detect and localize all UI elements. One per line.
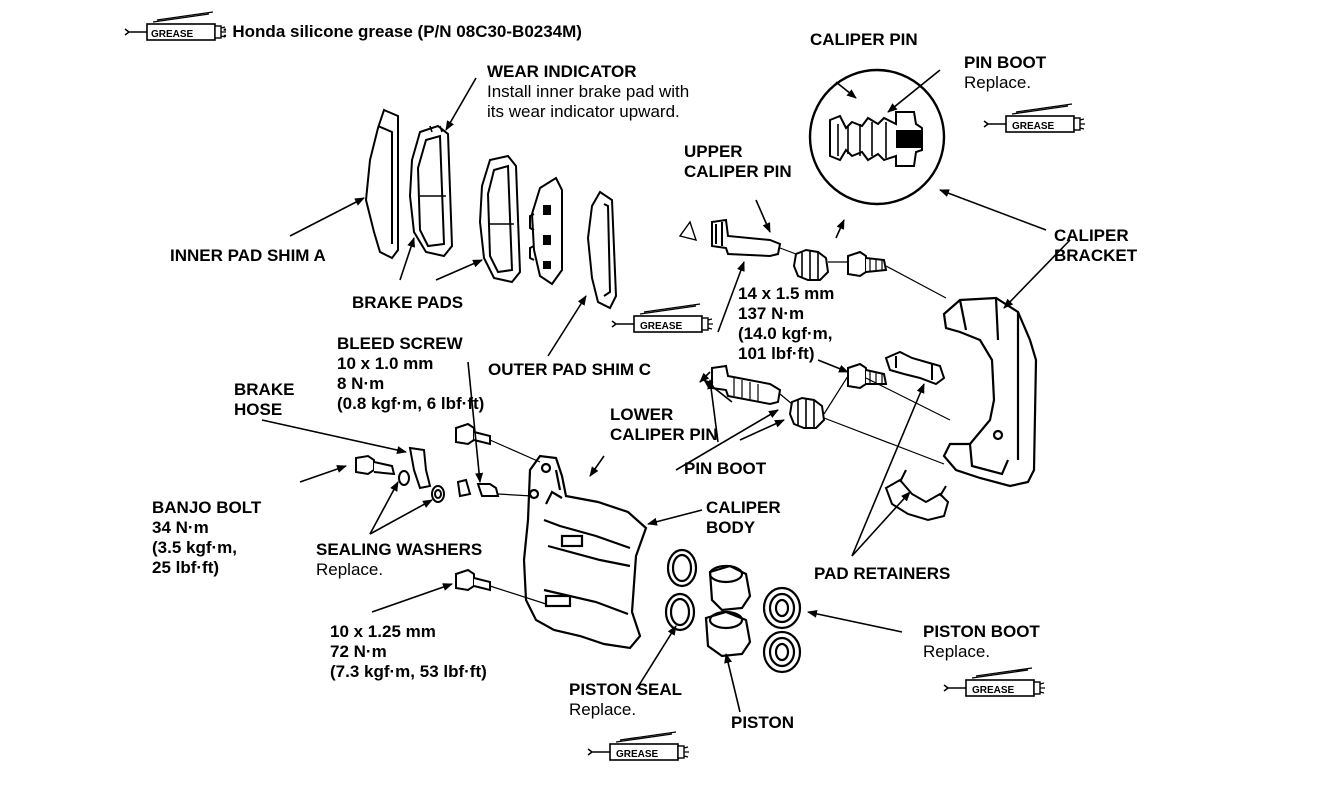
grease-icon-label: GREASE [151, 29, 194, 40]
bleed-screw-label: BLEED SCREW [337, 334, 463, 353]
pad-retainer-upper [884, 350, 946, 386]
bleed-screw-torque: 8 N·m [337, 374, 385, 393]
wear-indicator-callout: WEAR INDICATOR Install inner brake pad w… [487, 62, 689, 122]
piston-boot-lower [762, 630, 802, 674]
bleed-screw-torque-alt: (0.8 kgf·m, 6 lbf·ft) [337, 394, 485, 413]
lower-bracket-bolt [847, 362, 888, 390]
banjo-bolt-callout: BANJO BOLT 34 N·m (3.5 kgf·m, 25 lbf·ft) [152, 498, 261, 578]
piston-boot-note: Replace. [923, 642, 991, 661]
sealing-washers-note: Replace. [316, 560, 384, 579]
pad-retainers-label: PAD RETAINERS [814, 564, 951, 583]
piston-boot-callout: PISTON BOOT Replace. [923, 622, 1040, 662]
piston-seal-upper [666, 548, 698, 588]
pin-boot-upper-note: Replace. [964, 73, 1032, 92]
piston-seal-lower [664, 592, 696, 632]
banjo-bolt-label: BANJO BOLT [152, 498, 262, 517]
banjo-bolt [355, 454, 396, 476]
caliper-body-label: CALIPER BODY [706, 498, 781, 537]
pin-boot-upper [792, 248, 830, 281]
lower-caliper-pin-label: LOWER CALIPER PIN [610, 405, 718, 444]
caliper-body [522, 454, 648, 650]
caliper-bracket-label: CALIPER BRACKET [1054, 226, 1138, 265]
grease-tube-icon: GREASE [124, 11, 227, 41]
sealing-washer-inner [398, 470, 410, 486]
sealing-washers-label: SEALING WASHERS [316, 540, 483, 559]
assembly-guide-lines [489, 220, 951, 605]
caliper-bracket [942, 296, 1038, 488]
svg-text:GREASE: GREASE [616, 749, 659, 760]
caliper-pin-label: CALIPER PIN [810, 30, 918, 49]
brake-hose [408, 446, 432, 490]
grease-tube-icon: GREASE [587, 731, 690, 761]
bracket-bolt-torque-callout: 14 x 1.5 mm 137 N·m (14.0 kgf·m, 101 lbf… [738, 284, 835, 363]
pin-boot-upper-label: PIN BOOT [964, 53, 1047, 72]
grease-tube-icon: GREASE [943, 667, 1046, 697]
pin-boot-lower [788, 396, 826, 429]
caliper-pin-detail-view [808, 68, 946, 206]
upper-caliper-pin [711, 218, 782, 258]
wear-indicator-note-2: its wear indicator upward. [487, 102, 680, 121]
bleed-screw-callout: BLEED SCREW 10 x 1.0 mm 8 N·m (0.8 kgf·m… [337, 334, 484, 414]
inner-pad-shim-a-label: INNER PAD SHIM A [170, 246, 326, 265]
inner-pad-shim-a [364, 108, 399, 260]
piston-label: PISTON [731, 713, 794, 732]
brake-pads-label: BRAKE PADS [352, 293, 464, 312]
pin-boot-lower-label: PIN BOOT [684, 459, 767, 478]
brake-hose-label: BRAKE HOSE [234, 380, 295, 419]
anti-noise-shim [529, 176, 563, 286]
piston-boot-upper [762, 586, 802, 630]
brake-pad-outer [478, 154, 522, 284]
svg-text:GREASE: GREASE [972, 685, 1015, 696]
upper-bracket-bolt [847, 250, 888, 278]
upper-caliper-pin-label: UPPER CALIPER PIN [684, 142, 792, 181]
legend-description: : Honda silicone grease (P/N 08C30-B0234… [222, 22, 582, 41]
bleed-screw [456, 478, 500, 498]
piston-seal-note: Replace. [569, 700, 637, 719]
outer-pad-shim-c-label: OUTER PAD SHIM C [488, 360, 652, 379]
piston-seal-label: PISTON SEAL [569, 680, 683, 699]
brake-pad-inner [408, 124, 454, 258]
leader-lines [261, 69, 1071, 713]
sealing-washers-callout: SEALING WASHERS Replace. [316, 540, 482, 580]
wear-indicator-note-1: Install inner brake pad with [487, 82, 690, 101]
piston-boot-label: PISTON BOOT [923, 622, 1040, 641]
caliper-bolt-upper [455, 422, 491, 446]
grease-tube-icon: GREASE [611, 303, 714, 333]
svg-text:GREASE: GREASE [640, 321, 683, 332]
lower-caliper-pin [711, 364, 782, 406]
banjo-bolt-torque: 34 N·m [152, 518, 209, 537]
pad-retainer-lower [884, 469, 950, 522]
banjo-bolt-torque-alt-1: (3.5 kgf·m, [152, 538, 238, 557]
caliper-bolt-torque-callout: 10 x 1.25 mm 72 N·m (7.3 kgf·m, 53 lbf·f… [330, 622, 487, 681]
outer-pad-shim-c [586, 190, 618, 310]
piston-upper [708, 564, 752, 612]
banjo-bolt-torque-alt-2: 25 lbf·ft) [152, 558, 220, 577]
wear-indicator-label: WEAR INDICATOR [487, 62, 637, 81]
sealing-washer-outer [431, 485, 445, 503]
svg-text:GREASE: GREASE [1012, 121, 1055, 132]
grease-tube-icon: GREASE [983, 103, 1086, 133]
piston-seal-callout: PISTON SEAL Replace. [569, 680, 682, 720]
bleed-screw-size: 10 x 1.0 mm [337, 354, 434, 373]
pin-boot-upper-callout: PIN BOOT Replace. [964, 53, 1046, 93]
piston-lower [704, 610, 752, 658]
